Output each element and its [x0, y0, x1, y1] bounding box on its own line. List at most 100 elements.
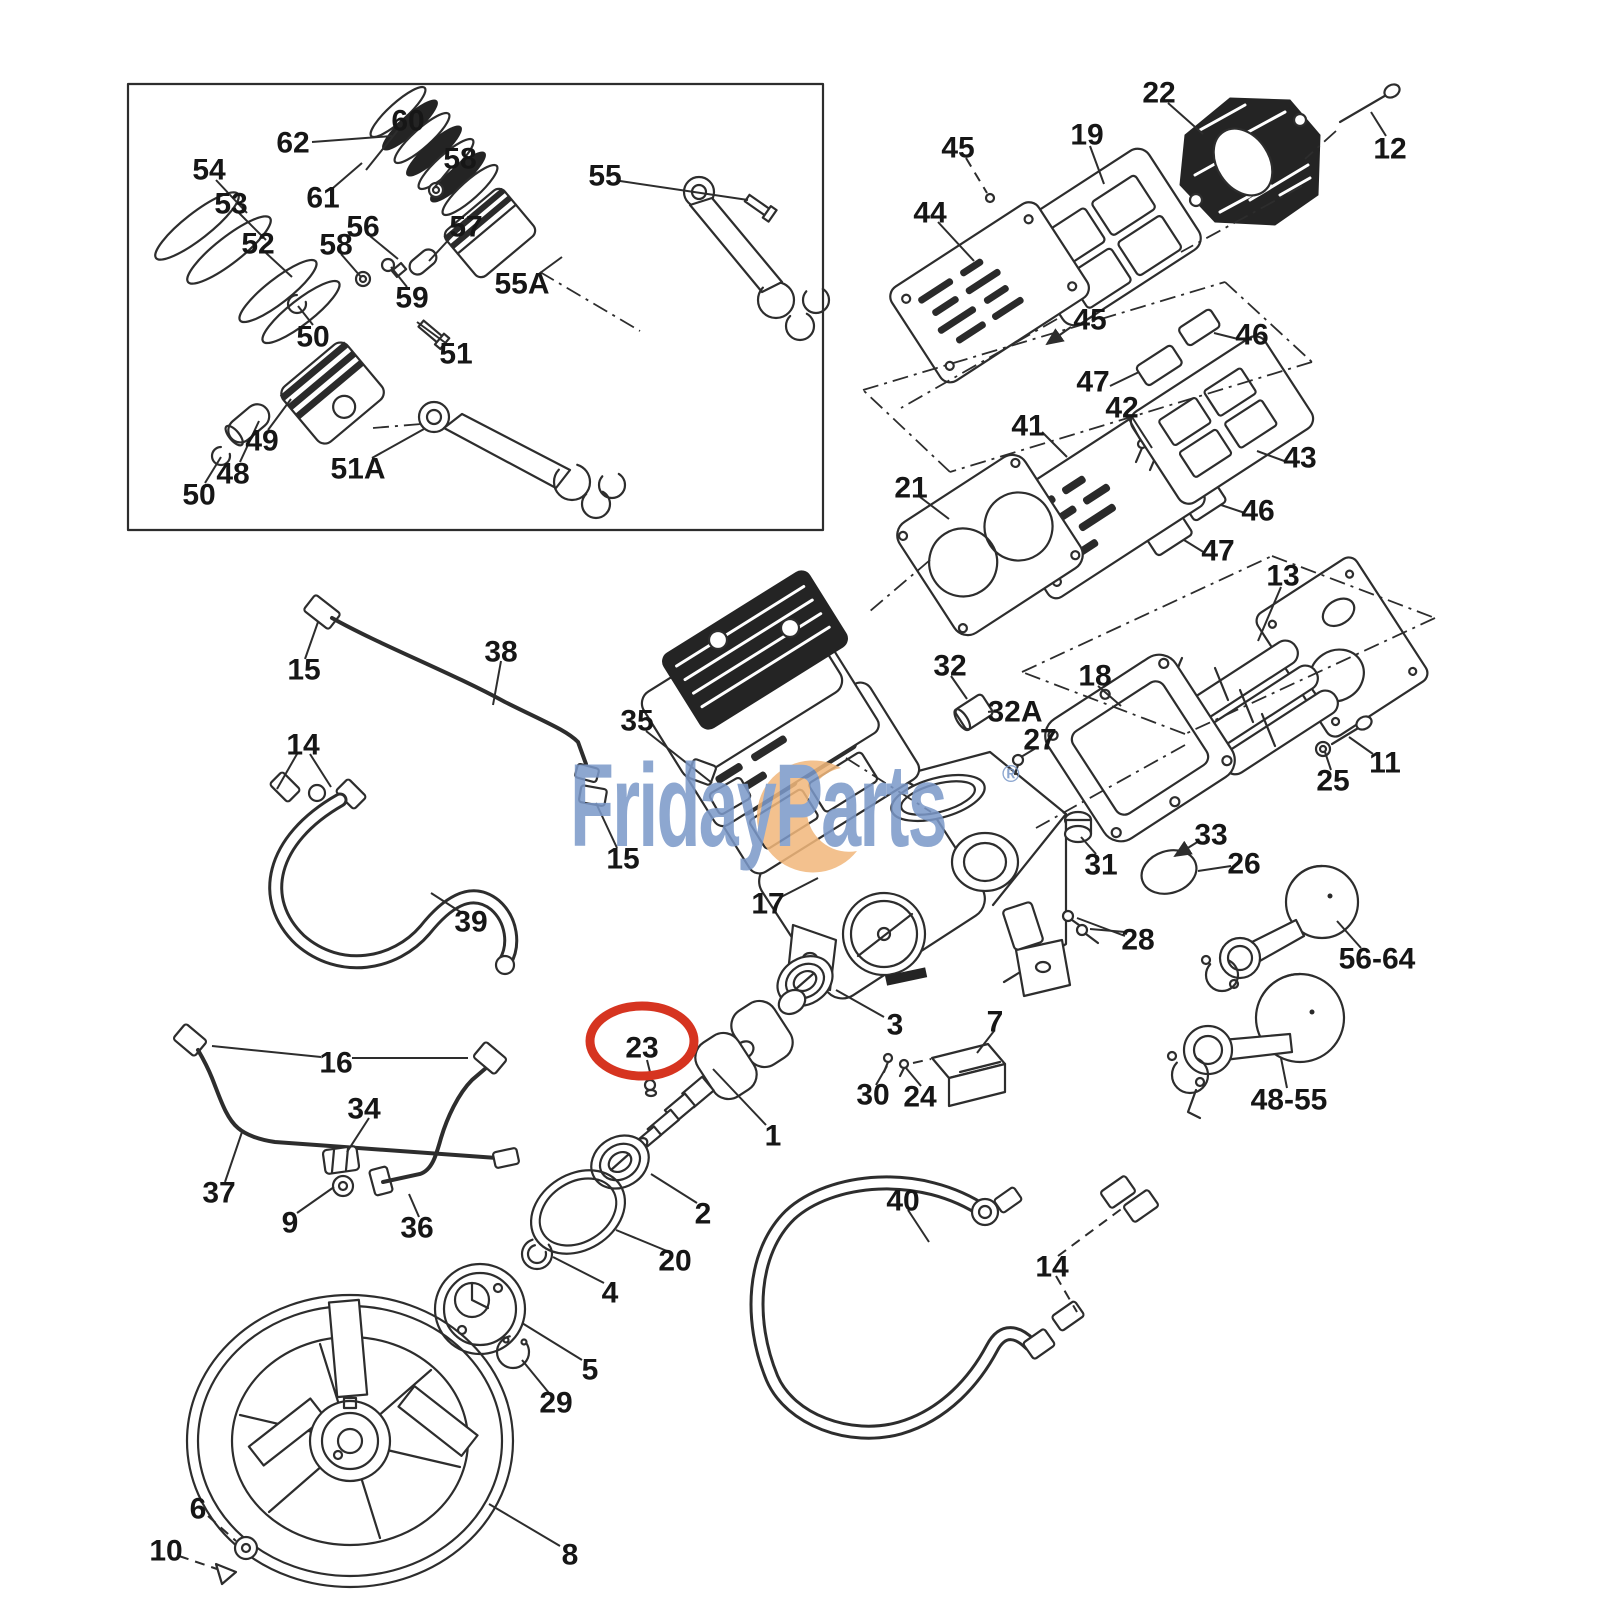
part-label-45b: 45 — [1073, 304, 1106, 337]
leader-lines — [178, 102, 1436, 1570]
head-stack — [640, 570, 921, 875]
part-label-45a: 45 — [941, 132, 974, 165]
part-label-5: 5 — [582, 1354, 599, 1387]
nut-58a — [427, 181, 445, 199]
leader-line — [1097, 685, 1122, 707]
ring-54 — [154, 191, 240, 261]
discharge-tube-38 — [303, 594, 608, 807]
gasket-47a — [1135, 344, 1183, 387]
leader-line — [390, 266, 408, 288]
part-label-17: 17 — [751, 888, 784, 921]
leader-line — [296, 1186, 335, 1214]
side-pad — [1002, 901, 1044, 951]
part-label-8: 8 — [562, 1539, 579, 1572]
leader-line — [1089, 145, 1105, 185]
part-label-38: 38 — [484, 636, 517, 669]
part-label-40: 40 — [886, 1185, 919, 1218]
part-label-26: 26 — [1227, 848, 1260, 881]
part-label-14a: 14 — [286, 729, 320, 762]
leader-line — [862, 281, 1226, 391]
part-label-3: 3 — [887, 1009, 904, 1042]
leader-line — [919, 496, 950, 520]
intake-hose-39 — [268, 771, 519, 976]
leader-line — [1057, 1206, 1125, 1257]
pin-10 — [214, 1562, 238, 1586]
leader-line — [905, 1067, 922, 1087]
leader-line — [907, 1209, 930, 1243]
leader-line — [346, 1117, 370, 1153]
leader-line — [875, 1065, 888, 1086]
part-label-62: 62 — [276, 127, 309, 160]
part-label-50a: 50 — [296, 321, 329, 354]
leader-line — [1280, 1057, 1288, 1089]
bolts-28 — [1061, 909, 1100, 945]
leader-line — [239, 420, 260, 463]
part-label-32A: 32A — [987, 696, 1042, 729]
part-label-33: 33 — [1194, 819, 1227, 852]
leader-line — [1131, 416, 1153, 449]
retaining-ring-4 — [520, 1237, 554, 1271]
part-label-13: 13 — [1266, 560, 1299, 593]
leader-line — [1035, 744, 1186, 829]
watermark-text: FridayParts — [570, 740, 946, 872]
part-label-49: 49 — [245, 425, 278, 458]
part-label-16: 16 — [319, 1047, 352, 1080]
leader-line — [238, 212, 267, 241]
leader-line — [1183, 539, 1206, 554]
leader-line — [645, 730, 713, 784]
crankcase-top-opening — [890, 773, 986, 823]
leader-line — [224, 1131, 243, 1183]
fitting-14-upper — [1100, 1175, 1159, 1223]
part-label-61: 61 — [306, 182, 339, 215]
screw-24 — [898, 1058, 910, 1070]
connecting-rod-55A — [682, 175, 831, 342]
part-label-58a: 58 — [443, 143, 476, 176]
leader-line — [265, 252, 293, 278]
part-label-11: 11 — [1369, 747, 1401, 780]
part-label-60: 60 — [391, 105, 424, 138]
part-label-46b: 46 — [1241, 495, 1274, 528]
leader-line — [521, 1359, 550, 1394]
part-label-46a: 46 — [1235, 319, 1268, 352]
snap-ring-29 — [495, 1334, 531, 1370]
part-label-12: 12 — [1373, 133, 1406, 166]
piston-57 — [443, 187, 537, 279]
part-label-28: 28 — [1121, 924, 1154, 957]
leader-line — [365, 129, 399, 171]
leader-line — [1336, 920, 1362, 949]
gasket-46a — [1178, 308, 1221, 347]
part-label-37: 37 — [202, 1177, 235, 1210]
part-label-32: 32 — [933, 650, 966, 683]
leader-line — [1127, 416, 1142, 442]
part-label-51: 51 — [439, 338, 472, 371]
part-label-34: 34 — [347, 1093, 381, 1126]
part-label-19: 19 — [1070, 119, 1103, 152]
gasket-20 — [529, 1169, 627, 1255]
diagram-artwork — [126, 82, 1429, 1589]
leader-line — [1167, 102, 1204, 135]
crankcase-17-group — [758, 693, 1198, 1108]
leader-line — [204, 456, 222, 484]
part-label-10: 10 — [149, 1535, 182, 1568]
inset-kit-box — [126, 82, 831, 532]
elbow-35 — [687, 758, 752, 816]
piston-ring-stack — [369, 85, 499, 217]
part-label-44: 44 — [913, 197, 947, 230]
leader-line — [311, 135, 393, 143]
wrist-pin-56 — [408, 248, 438, 276]
leader-line — [835, 989, 885, 1018]
crankcase-logo — [885, 967, 928, 986]
leader-line — [1173, 840, 1200, 858]
part-label-29: 29 — [539, 1387, 572, 1420]
part-label-53: 53 — [214, 188, 247, 221]
leader-line — [433, 165, 453, 189]
leader-line — [539, 271, 641, 332]
gasket-26 — [1140, 849, 1198, 895]
leader-line — [492, 660, 502, 706]
leader-line — [371, 428, 425, 459]
leader-line — [712, 1068, 767, 1126]
cylinder-head-22 — [1179, 97, 1321, 226]
leader-line — [1076, 917, 1126, 937]
